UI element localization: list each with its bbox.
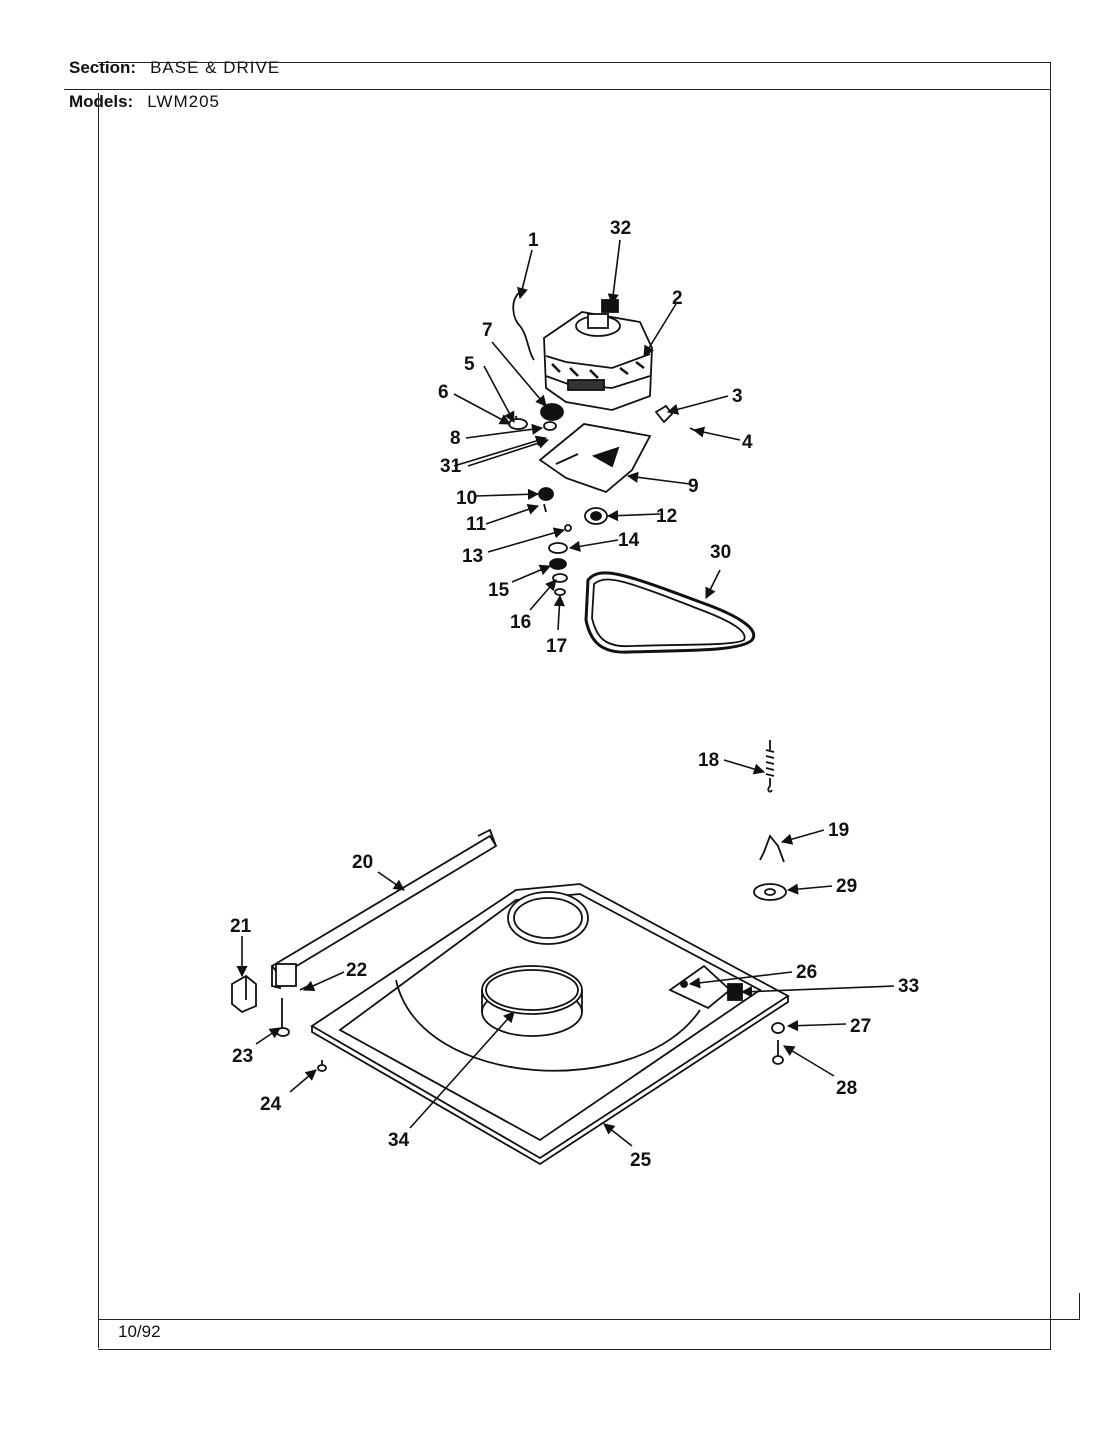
callout-9: 9 — [688, 476, 699, 497]
callout-30: 30 — [710, 542, 731, 563]
callout-2: 2 — [672, 288, 683, 309]
diagram-frame — [98, 62, 1051, 1350]
callout-17: 17 — [546, 636, 567, 657]
callout-26: 26 — [796, 962, 817, 983]
footer-divider — [98, 1319, 1080, 1320]
callout-10: 10 — [456, 488, 477, 509]
revision-date: 10/92 — [118, 1322, 161, 1341]
callout-12: 12 — [656, 506, 677, 527]
callout-19: 19 — [828, 820, 849, 841]
callout-24: 24 — [260, 1094, 282, 1115]
callout-27: 27 — [850, 1016, 871, 1037]
callout-14: 14 — [618, 530, 640, 551]
callout-11: 11 — [466, 514, 487, 535]
callout-34: 34 — [388, 1130, 410, 1151]
callout-8: 8 — [450, 428, 461, 449]
callout-18: 18 — [698, 750, 719, 771]
callout-4: 4 — [742, 432, 753, 453]
callout-25: 25 — [630, 1150, 652, 1171]
callout-13: 13 — [462, 546, 483, 567]
callout-6: 6 — [438, 382, 449, 403]
base-pan — [310, 883, 790, 1166]
callout-20: 20 — [352, 852, 373, 873]
callout-23: 23 — [232, 1046, 253, 1067]
models-divider — [64, 89, 1050, 90]
frame-left-edge — [98, 93, 99, 1348]
callout-21: 21 — [230, 916, 252, 937]
callout-labels: 1 2 3 4 5 6 7 8 9 10 11 12 13 14 15 16 1… — [230, 218, 919, 1171]
motor-assembly — [508, 291, 756, 654]
leader-lines — [236, 239, 895, 1147]
callout-5: 5 — [464, 354, 475, 375]
models-value: LWM205 — [147, 92, 220, 111]
callout-32: 32 — [610, 218, 631, 239]
support-rail — [270, 828, 498, 990]
models-header: Models: LWM205 — [69, 92, 220, 112]
callout-16: 16 — [510, 612, 531, 633]
callout-29: 29 — [836, 876, 857, 897]
callout-22: 22 — [346, 960, 367, 981]
callout-1: 1 — [528, 230, 539, 251]
callout-15: 15 — [488, 580, 510, 601]
callout-28: 28 — [836, 1078, 857, 1099]
callout-3: 3 — [732, 386, 743, 407]
callout-31: 31 — [440, 456, 462, 477]
callout-7: 7 — [482, 320, 493, 341]
footer-corner — [1079, 1293, 1080, 1320]
models-label: Models: — [69, 92, 134, 111]
spring-assembly — [753, 740, 787, 901]
callout-33: 33 — [898, 976, 919, 997]
